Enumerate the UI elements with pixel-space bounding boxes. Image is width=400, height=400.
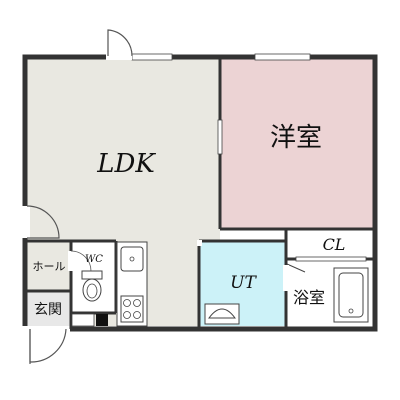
ldk-label: LDK xyxy=(96,149,156,179)
top-door-swing xyxy=(107,29,133,57)
closet-label: CL xyxy=(323,235,346,254)
washbasin-icon xyxy=(204,303,240,325)
left-door-gap xyxy=(22,206,30,238)
wc-door-gap xyxy=(68,251,74,271)
western-sliding-door xyxy=(217,119,223,155)
sink-drain xyxy=(129,256,135,262)
hall-floor xyxy=(27,241,70,291)
western-room-floor xyxy=(220,59,373,229)
hall-label: ホール xyxy=(33,260,66,273)
stove-icon xyxy=(120,295,144,323)
ut-label: UT xyxy=(230,273,257,293)
bathtub-icon xyxy=(333,267,369,323)
entrance-door-gap xyxy=(22,326,70,334)
ut-door-line xyxy=(286,263,306,273)
closet-sliding-door xyxy=(295,256,367,262)
top-window xyxy=(131,53,173,61)
closet-floor xyxy=(287,229,373,259)
entrance-floor xyxy=(27,291,70,326)
bath-label: 浴室 xyxy=(293,288,325,307)
wc-label: WC xyxy=(85,254,103,265)
toilet-icon xyxy=(81,270,103,302)
kitchen-door-gap xyxy=(197,240,202,246)
pipe-shaft xyxy=(96,314,108,326)
entrance-door-swing xyxy=(29,328,67,363)
ut-door-gap xyxy=(283,265,289,291)
wc-door-swing xyxy=(70,250,92,272)
left-door-swing xyxy=(26,205,60,239)
shoe-box xyxy=(71,313,95,327)
kitchen-sink xyxy=(120,246,144,272)
entrance-label: 玄関 xyxy=(34,301,62,318)
western-room-label: 洋室 xyxy=(270,123,322,153)
top-door-gap xyxy=(106,53,132,60)
top-window-2 xyxy=(254,53,311,61)
